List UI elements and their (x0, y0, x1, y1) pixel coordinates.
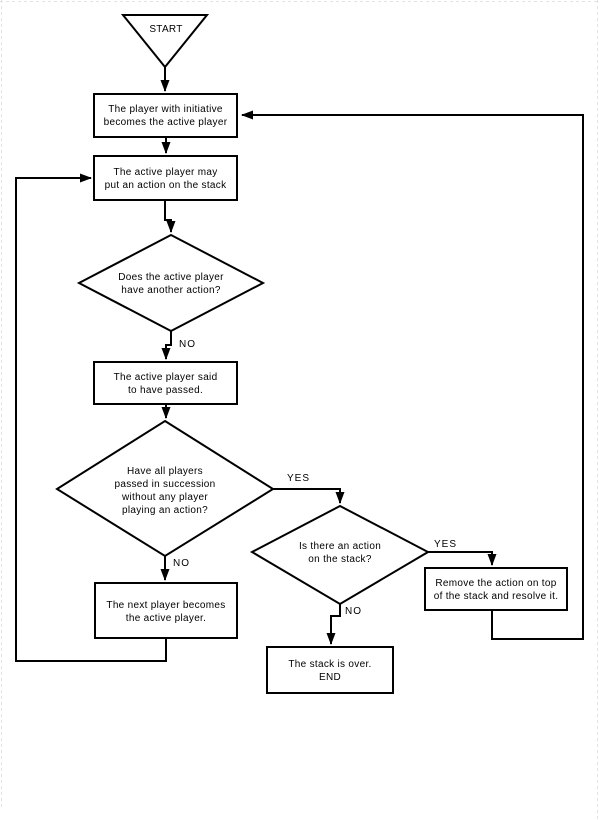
node-said-passed: The active player said to have passed. (93, 361, 238, 405)
node-put-action-line1: The active player may (113, 167, 217, 178)
node-stack-action-line1: Is there an action (299, 541, 381, 552)
node-all-passed-line4: playing an action? (122, 505, 208, 516)
node-another-action: Does the active player have another acti… (76, 233, 266, 333)
flow-edge-labels: NO YES NO YES NO (173, 339, 457, 617)
node-start: START (120, 14, 210, 69)
node-resolve: Remove the action on top of the stack an… (424, 567, 568, 611)
node-initiative: The player with initiative becomes the a… (93, 93, 238, 138)
node-said-passed-line1: The active player said (114, 372, 218, 383)
edge-stack-action-no (326, 604, 341, 645)
node-put-action-line2: put an action on the stack (105, 180, 227, 191)
node-all-passed-line2: passed in succession (114, 479, 215, 490)
edge-next-player-loop-to-put-action (15, 173, 167, 662)
node-another-action-line2: have another action? (121, 285, 221, 296)
node-all-passed-line3: without any player (121, 492, 208, 503)
label-another-action-no: NO (179, 339, 196, 350)
edge-all-passed-yes (273, 488, 345, 504)
node-next-player-line1: The next player becomes (106, 600, 225, 611)
node-said-passed-line2: to have passed. (128, 385, 203, 396)
edge-put-action-to-another-action (164, 200, 176, 233)
edge-another-action-no (161, 331, 172, 360)
label-stack-action-no: NO (345, 606, 362, 617)
node-all-passed: Have all players passed in succession wi… (55, 419, 275, 558)
node-stack-over-line1: The stack is over. (288, 659, 371, 670)
node-resolve-line2: of the stack and resolve it. (434, 591, 559, 602)
label-stack-action-yes: YES (434, 539, 457, 550)
node-next-player-line2: the active player. (126, 613, 206, 624)
node-stack-action-line2: on the stack? (308, 554, 372, 565)
flow-edges (15, 67, 584, 662)
node-initiative-line1: The player with initiative (108, 104, 223, 115)
node-stack-over: The stack is over. END (266, 646, 394, 694)
node-next-player: The next player becomes the active playe… (94, 582, 238, 639)
node-stack-over-line2: END (319, 672, 341, 683)
node-put-action: The active player may put an action on t… (93, 155, 238, 201)
label-all-passed-no: NO (173, 558, 190, 569)
node-another-action-line1: Does the active player (118, 272, 224, 283)
edge-stack-action-yes (428, 551, 497, 566)
node-start-label: START (149, 24, 182, 35)
node-resolve-line1: Remove the action on top (435, 578, 556, 589)
edge-resolve-loop-to-initiative (241, 110, 584, 640)
node-stack-action: Is there an action on the stack? (249, 504, 431, 606)
node-initiative-line2: becomes the active player (104, 117, 228, 128)
node-all-passed-line1: Have all players (127, 466, 203, 477)
label-all-passed-yes: YES (287, 473, 310, 484)
